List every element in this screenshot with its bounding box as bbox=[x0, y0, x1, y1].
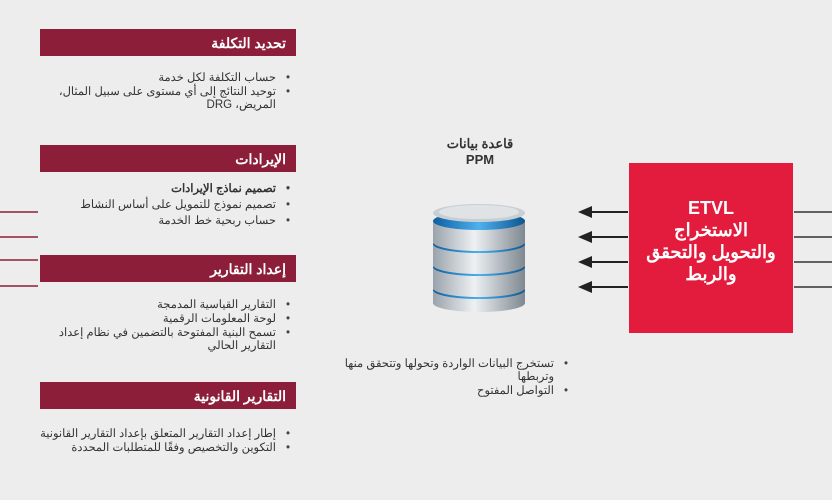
list-item: إطار إعداد التقارير المتعلق بإعداد التقا… bbox=[40, 428, 290, 441]
list-item: التكوين والتخصيص وفقًا للمتطلبات المحددة bbox=[40, 442, 290, 455]
etvl-line: والربط bbox=[685, 264, 737, 284]
section-list-reporting: التقارير القياسية المدمجة لوحة المعلومات… bbox=[40, 299, 290, 354]
etvl-line: ETVL bbox=[687, 198, 734, 218]
section-list-revenue: تصميم نماذج الإيرادات تصميم نموذج للتموي… bbox=[58, 183, 290, 229]
etvl-line: والتحويل والتحقق bbox=[646, 242, 776, 262]
list-item: تستخرج البيانات الواردة وتحولها وتتحقق م… bbox=[320, 358, 568, 384]
section-list-statutory: إطار إعداد التقارير المتعلق بإعداد التقا… bbox=[40, 428, 290, 456]
database-title-line: قاعدة بيانات bbox=[446, 136, 514, 151]
database-icon bbox=[433, 204, 525, 312]
list-item: التقارير القياسية المدمجة bbox=[40, 299, 290, 312]
section-header-statutory: التقارير القانونية bbox=[40, 382, 296, 409]
section-list-costing: حساب التكلفة لكل خدمة توحيد النتائج إلى … bbox=[58, 72, 290, 113]
arrow-icon bbox=[578, 206, 628, 218]
etvl-line: الاستخراج bbox=[674, 220, 748, 240]
section-header-costing: تحديد التكلفة bbox=[40, 29, 296, 56]
list-item: تصميم نموذج للتمويل على أساس النشاط bbox=[58, 199, 290, 212]
arrow-icon bbox=[578, 231, 628, 243]
list-item: حساب ربحية خط الخدمة bbox=[58, 215, 290, 228]
database-title: قاعدة بيانات PPM bbox=[395, 136, 565, 168]
section-header-revenue: الإيرادات bbox=[40, 145, 296, 172]
database-title-line: PPM bbox=[465, 152, 495, 167]
list-item: التواصل المفتوح bbox=[320, 385, 568, 398]
list-item: تسمح البنية المفتوحة بالتضمين في نظام إع… bbox=[40, 327, 290, 353]
database-bullets: تستخرج البيانات الواردة وتحولها وتتحقق م… bbox=[320, 358, 568, 399]
list-item: تصميم نماذج الإيرادات bbox=[58, 183, 290, 196]
list-item: حساب التكلفة لكل خدمة bbox=[58, 72, 290, 85]
arrow-icon bbox=[578, 256, 628, 268]
section-header-reporting: إعداد التقارير bbox=[40, 255, 296, 282]
arrow-icon bbox=[578, 281, 628, 293]
etvl-box: ETVL الاستخراج والتحويل والتحقق والربط bbox=[629, 163, 793, 333]
list-item: توحيد النتائج إلى أي مستوى على سبيل المث… bbox=[58, 86, 290, 112]
list-item: لوحة المعلومات الرقمية bbox=[40, 313, 290, 326]
